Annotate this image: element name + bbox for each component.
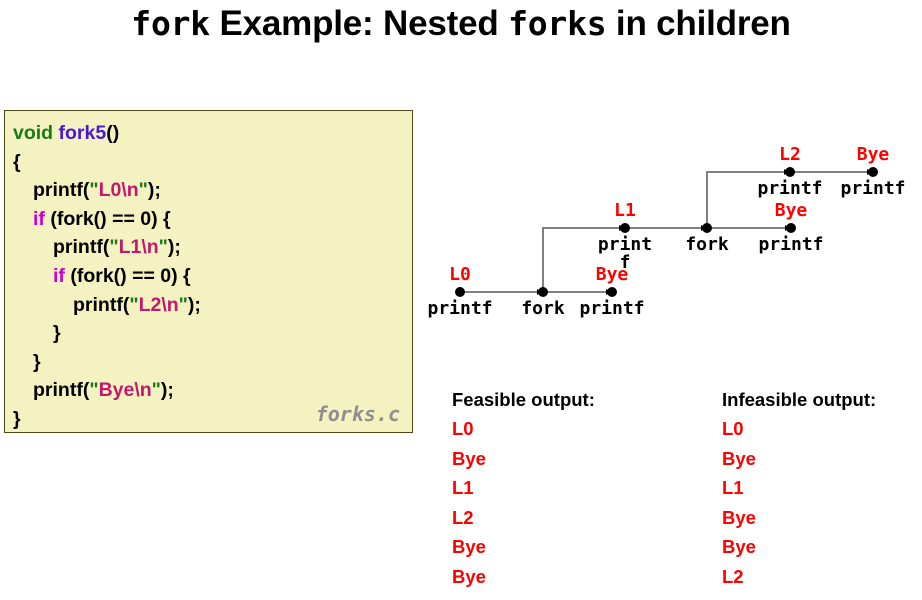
node-bye-printf-mid-above-label: Bye: [774, 200, 808, 221]
code-token: ": [178, 293, 188, 316]
code-token: }: [13, 407, 21, 430]
code-listing-box: void fork5(){printf("L0\n");if (fork() =…: [4, 110, 413, 433]
code-token: printf(: [53, 236, 110, 259]
node-bye-printf-bot: [607, 287, 617, 297]
code-token: printf(: [73, 293, 130, 316]
code-token: L1\n: [118, 236, 159, 259]
feasible-output-line-2: L1: [452, 477, 474, 499]
node-bye-printf-mid-below-label: printf: [758, 234, 824, 255]
infeasible-output-line-4: Bye: [722, 536, 756, 558]
infeasible-output-line-0: L0: [722, 418, 744, 439]
line-10: printf("Bye\n");: [13, 376, 408, 405]
line-7: printf("L2\n");: [13, 291, 408, 320]
line-1: void fork5(): [13, 119, 408, 148]
node-l0-printf-below-label: printf: [427, 298, 493, 319]
code-token: Bye\n: [98, 379, 152, 402]
infeasible-output-line-2: L1: [722, 477, 744, 499]
feasible-output-line-4: Bye: [452, 536, 486, 558]
node-middle-fork: [702, 223, 712, 233]
node-l1-printf-below-label: print: [597, 234, 653, 255]
title-text-1: Example: Nested: [209, 4, 509, 43]
node-l1-printf: [620, 223, 630, 233]
node-l0-printf: [455, 287, 465, 297]
node-bye-printf-bot-above-label: Bye: [595, 264, 629, 285]
node-bye-printf-top-below-label: printf: [840, 178, 906, 199]
node-bye-printf-top: [868, 167, 878, 177]
node-bye-printf-top-above-label: Bye: [856, 144, 890, 165]
line-3: printf("L0\n");: [13, 176, 408, 205]
code-token: );: [160, 379, 174, 402]
code-token: if: [33, 207, 45, 230]
code-token: }: [33, 350, 41, 373]
line-11: }: [13, 405, 408, 432]
node-l1-printf-above-label: L1: [614, 200, 636, 221]
code-token: );: [167, 236, 181, 259]
line-6: if (fork() == 0) {: [13, 262, 408, 291]
infeasible-output-line-3: Bye: [722, 506, 756, 528]
node-middle-fork-below-label: fork: [685, 234, 729, 255]
code-token: ": [158, 236, 168, 259]
code-filename-label: forks.c: [315, 402, 400, 426]
code-token: void: [13, 122, 54, 144]
title-text-2: in children: [606, 4, 791, 43]
code-token: printf(: [33, 379, 90, 402]
line-2: {: [13, 148, 408, 177]
code-token: {: [13, 150, 21, 173]
edge-fork-to-l2: [706, 169, 791, 228]
code-token: L2\n: [138, 293, 179, 316]
page-title: fork Example: Nested forks in children: [0, 4, 922, 44]
code-token: ": [151, 379, 161, 402]
node-l1-printf-wrapped-f: f: [619, 252, 631, 273]
feasible-output-line-0: L0: [452, 418, 474, 439]
feasible-output-line-1: Bye: [452, 447, 486, 469]
feasible-output-line-3: L2: [452, 506, 474, 528]
infeasible-output-heading: Infeasible output:: [722, 389, 877, 410]
code-token: (): [106, 122, 120, 144]
code-token: ": [109, 236, 119, 259]
code-token: );: [187, 293, 201, 316]
process-graph-svg: [455, 167, 878, 297]
node-l2-printf-below-label: printf: [757, 178, 823, 199]
code-token: fork5: [58, 122, 107, 144]
node-l0-printf-above-label: L0: [449, 264, 471, 285]
code-token: ": [89, 179, 99, 202]
code-token: printf(: [33, 179, 90, 202]
code-token: (fork() == 0) {: [44, 207, 171, 230]
line-4: if (fork() == 0) {: [13, 205, 408, 234]
node-l2-printf: [785, 167, 795, 177]
infeasible-output-line-5: L2: [722, 565, 744, 587]
code-token: if: [53, 264, 65, 287]
code-token: L0\n: [98, 179, 139, 202]
line-5: printf("L1\n");: [13, 233, 408, 262]
title-fork-mono: fork: [131, 4, 210, 43]
code-token: ": [138, 179, 148, 202]
code-token: );: [147, 179, 161, 202]
code-token: (fork() == 0) {: [64, 264, 191, 287]
feasible-output-heading: Feasible output:: [452, 389, 595, 410]
line-9: }: [13, 348, 408, 377]
feasible-output-line-5: Bye: [452, 565, 486, 587]
code-token: ": [129, 293, 139, 316]
graph-edges: [460, 169, 874, 295]
infeasible-output-line-1: Bye: [722, 447, 756, 469]
graph-nodes: [455, 167, 878, 297]
node-bye-printf-bot-below-label: printf: [579, 298, 645, 319]
code-lines: void fork5(){printf("L0\n");if (fork() =…: [13, 119, 408, 432]
line-8: }: [13, 319, 408, 348]
edge-fork-to-l1: [542, 225, 626, 292]
title-forks-mono: forks: [508, 4, 607, 43]
node-bottom-fork: [538, 287, 548, 297]
code-token: ": [89, 379, 99, 402]
node-bottom-fork-below-label: fork: [521, 298, 565, 319]
node-bye-printf-mid: [786, 223, 796, 233]
node-l2-printf-above-label: L2: [779, 144, 801, 165]
code-token: }: [53, 322, 61, 345]
